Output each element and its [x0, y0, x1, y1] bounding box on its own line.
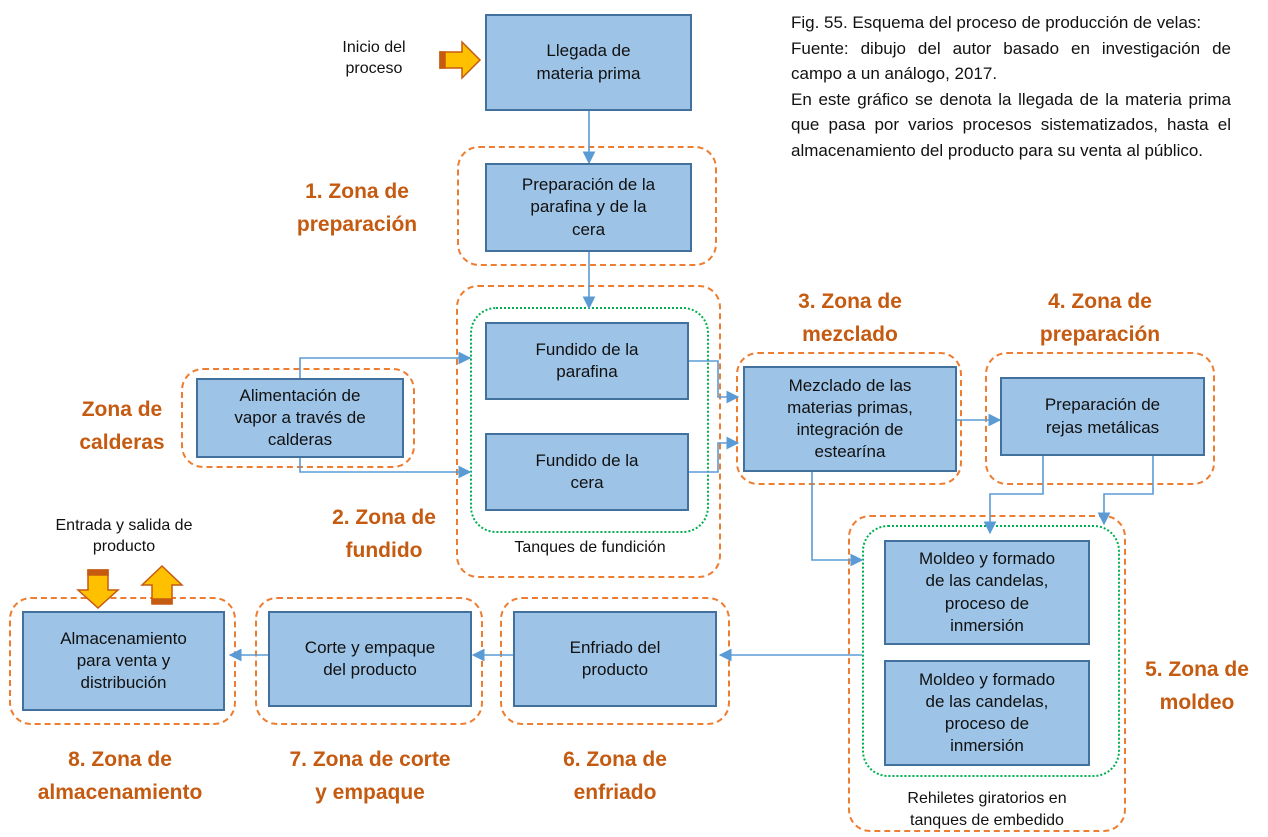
zone-5-outline: [848, 515, 1126, 832]
box-corte-empaque: Corte y empaque del producto: [268, 611, 472, 707]
connector-parafina-mezclado: [689, 360, 740, 404]
arrow-up-icon: [140, 564, 184, 605]
box-preparacion-rejas: Preparación de rejas metálicas: [1000, 377, 1205, 456]
label-inicio-proceso: Inicio del proceso: [342, 39, 406, 77]
caption-source: Fuente: dibujo del autor basado en inves…: [791, 38, 1231, 84]
arrow-down-icon: [76, 569, 120, 610]
zone-calderas-outline: [181, 368, 415, 468]
zone-label-6: 6. Zona de enfriado: [563, 748, 667, 804]
arrow-right-icon: [439, 40, 482, 80]
box-enfriado: Enfriado del producto: [513, 611, 717, 707]
zone-label-3: 3. Zona de mezclado: [798, 290, 902, 346]
zone-label-8: 8. Zona de almacenamiento: [37, 748, 203, 804]
connector-cera-mezclado: [689, 436, 740, 473]
zone-3-outline: [736, 352, 962, 485]
zone-label-2: 2. Zona de fundido: [332, 506, 436, 562]
label-entrada-salida: Entrada y salida de producto: [55, 517, 193, 555]
zone-label-5: 5. Zona de moldeo: [1145, 658, 1249, 714]
box-almacenamiento: Almacenamiento para venta y distribución: [22, 611, 225, 711]
connector-rejas-moldeo-b: [1097, 455, 1154, 526]
connector-rejas-moldeo-a: [983, 455, 1044, 535]
box-fundido-cera: Fundido de la cera: [485, 433, 689, 511]
box-moldeo-2: Moldeo y formado de las candelas, proces…: [884, 660, 1090, 766]
box-llegada-materia-prima: Llegada de materia prima: [485, 14, 692, 111]
zone-label-7: 7. Zona de corte y empaque: [289, 748, 451, 804]
zone-1-outline: [457, 146, 717, 266]
box-alimentacion-vapor: Alimentación de vapor a través de calder…: [196, 378, 404, 458]
caption-description: En este gráfico se denota la llegada de …: [791, 89, 1231, 160]
zone-label-calderas: Zona de calderas: [79, 398, 165, 454]
label-rehiletes: Rehiletes giratorios en tanques de embed…: [907, 790, 1067, 829]
zone-4-outline: [985, 352, 1215, 485]
caption-title: Fig. 55. Esquema del proceso de producci…: [791, 13, 1202, 32]
label-tanques-fundicion: Tanques de fundición: [514, 539, 666, 556]
figure-caption: Fig. 55. Esquema del proceso de producci…: [791, 10, 1231, 163]
connector-calderas-parafina: [299, 351, 472, 378]
zone-label-1: 1. Zona de preparación: [296, 180, 418, 236]
box-moldeo-1: Moldeo y formado de las candelas, proces…: [884, 540, 1090, 645]
connector-mezclado-moldeo: [811, 472, 864, 567]
box-fundido-parafina: Fundido de la parafina: [485, 322, 689, 400]
box-preparacion-parafina-cera: Preparación de la parafina y de la cera: [485, 163, 692, 252]
box-mezclado: Mezclado de las materias primas, integra…: [743, 366, 957, 472]
zone-label-4: 4. Zona de preparación: [1039, 290, 1161, 346]
